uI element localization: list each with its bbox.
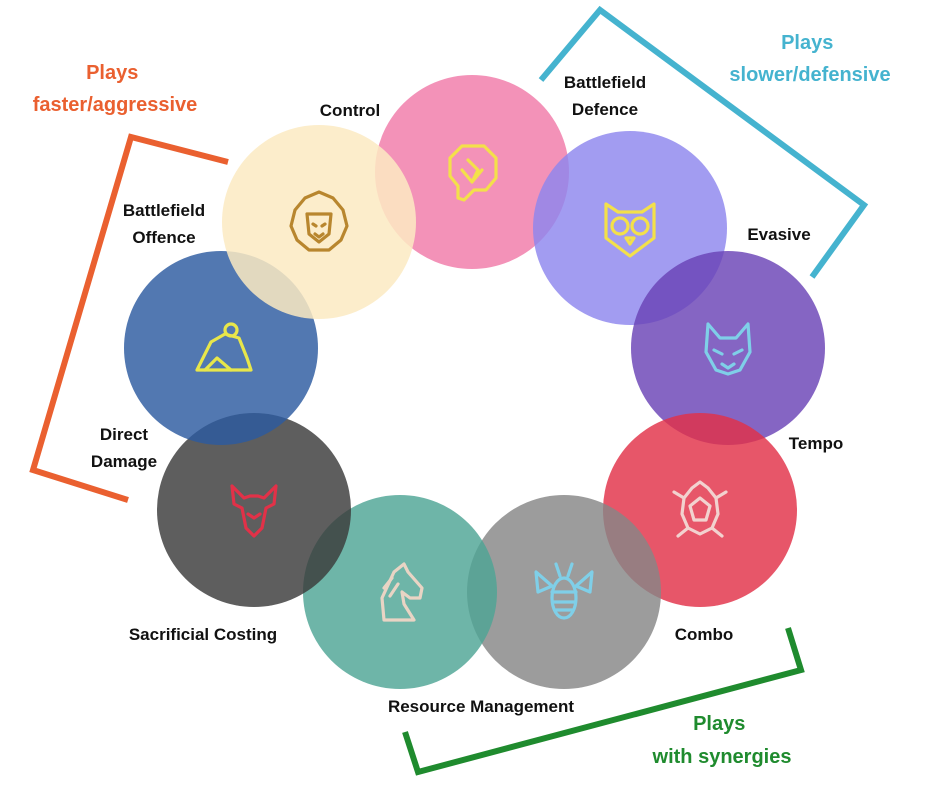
combo-label: Combo	[675, 625, 734, 644]
defensive-title-line1: Plays	[781, 32, 833, 54]
resource-management-label-line-1: Resource Management	[388, 697, 574, 716]
sacrificial-costing-label-line-1: Sacrificial Costing	[129, 625, 277, 644]
frog-icon	[195, 322, 253, 372]
lion-icon	[289, 190, 349, 252]
synergy-title-line1: Plays	[693, 713, 745, 735]
control-circle	[375, 75, 569, 269]
defensive-group-title: Plays slower/defensive	[729, 32, 890, 86]
combo-label-line-1: Combo	[675, 625, 734, 644]
aggressive-bracket	[29, 133, 229, 503]
defensive-title-line2: slower/defensive	[729, 64, 890, 86]
turtle-icon	[672, 480, 728, 538]
battlefield-offence-label-line-2: Offence	[132, 228, 195, 247]
battlefield-defence-label-line-1: Battlefield	[564, 73, 646, 92]
horse-icon	[380, 562, 424, 622]
direct-damage-label-line-1: Direct	[100, 425, 149, 444]
evasive-label-line-1: Evasive	[747, 225, 810, 244]
archetype-icons	[195, 144, 752, 622]
tempo-label-line-1: Tempo	[789, 434, 843, 453]
goat-icon	[230, 484, 278, 538]
synergy-group-title: Plays with synergies	[652, 713, 792, 768]
battlefield-defence-label-line-2: Defence	[572, 100, 638, 119]
owl-icon	[604, 202, 656, 258]
aggressive-group-title: Plays faster/aggressive	[33, 62, 198, 116]
synergy-bracket	[402, 627, 805, 776]
sacrificial-costing-label: Sacrificial Costing	[129, 625, 277, 644]
head-icon	[448, 144, 498, 202]
resource-management-circle	[303, 495, 497, 689]
battlefield-offence-circle	[222, 125, 416, 319]
sacrificial-costing-circle	[157, 413, 351, 607]
synergy-title-line2: with synergies	[652, 746, 792, 768]
tempo-label: Tempo	[789, 434, 843, 453]
evasive-circle	[631, 251, 825, 445]
archetype-circles	[124, 75, 825, 689]
bee-icon	[534, 562, 594, 620]
control-label-line-1: Control	[320, 101, 380, 120]
aggressive-title-line2: faster/aggressive	[33, 94, 198, 116]
wolf-icon	[704, 322, 752, 376]
control-label: Control	[320, 101, 380, 120]
direct-damage-label-line-2: Damage	[91, 452, 157, 471]
evasive-label: Evasive	[747, 225, 810, 244]
resource-management-label: Resource Management	[388, 697, 574, 716]
battlefield-offence-label-line-1: Battlefield	[123, 201, 205, 220]
defensive-bracket	[538, 5, 869, 279]
aggressive-title-line1: Plays	[86, 62, 138, 84]
